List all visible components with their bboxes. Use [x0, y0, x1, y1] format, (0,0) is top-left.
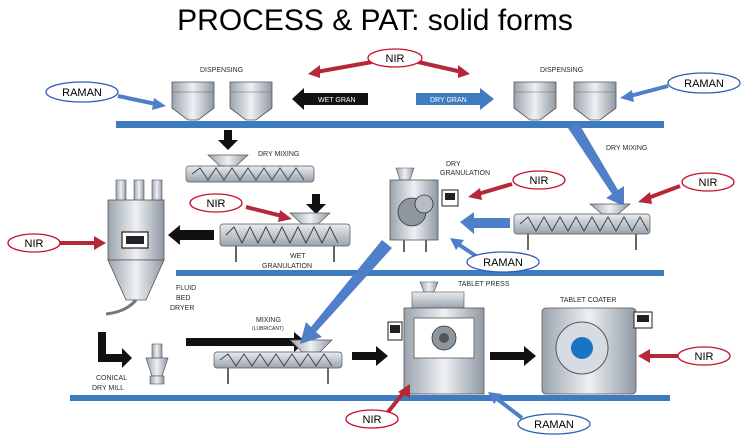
fluid-bed-label-1: FLUID [176, 285, 196, 292]
nir-callout-tablet-press: NIR [345, 384, 410, 429]
dry-mixing-right-unit [513, 203, 651, 250]
wet-gran-arrow [292, 88, 368, 110]
nir-callout-dry-granulation: NIR [468, 170, 566, 200]
dry-gran-arrow [416, 88, 494, 110]
arrow-to-tablet-press [352, 346, 388, 366]
raman-label-dry-granulation: RAMAN [483, 257, 523, 269]
nir-callout-dry-mixing-right: NIR [638, 172, 735, 204]
raman-label-tablet-press: RAMAN [534, 419, 574, 431]
nir-label-dry-granulation: NIR [530, 175, 549, 187]
conical-label-2: DRY MILL [92, 385, 124, 392]
dry-mixing-right-label: DRY MIXING [606, 145, 647, 152]
dispensing-hoppers-left [171, 81, 273, 121]
conveyor-middle [176, 270, 664, 276]
nir-label-fluid-bed: NIR [25, 238, 44, 250]
dispensing-left-label: DISPENSING [200, 67, 243, 74]
tablet-press-label: TABLET PRESS [458, 281, 510, 288]
wet-granulation-label-2: GRANULATION [262, 263, 312, 270]
nir-callout-tablet-coater: NIR [638, 346, 731, 366]
conveyor-top [116, 121, 664, 128]
conical-label-1: CONICAL [96, 375, 127, 382]
down-arrow-dispensing [218, 130, 238, 150]
tablet-coater-label: TABLET COATER [560, 297, 616, 304]
dry-granulation-label-2: GRANULATION [440, 170, 490, 177]
blue-arrow-right-dispensing [568, 122, 624, 206]
dry-granulation-label-1: DRY [446, 161, 461, 168]
raman-callout-top-right: RAMAN [620, 72, 741, 102]
arrow-to-fluid-bed [168, 225, 214, 245]
down-arrow-wet-gran [306, 194, 326, 214]
nir-label-wet-granulation: NIR [207, 198, 226, 210]
wet-granulation-unit [219, 212, 351, 262]
dry-mixing-left-unit [185, 154, 315, 183]
conical-dry-mill [145, 343, 169, 385]
fluid-bed-label-3: DRYER [170, 305, 194, 312]
blue-arrow-to-dry-granulation [460, 212, 510, 234]
mixing-sub-label: (LUBRICANT) [252, 326, 284, 332]
blue-arrow-to-mixing [300, 240, 392, 344]
raman-callout-tablet-press: RAMAN [488, 392, 591, 435]
nir-label-tablet-press: NIR [363, 414, 382, 426]
dispensing-hoppers-right [513, 81, 617, 121]
mixing-unit [213, 339, 343, 384]
dry-granulation-unit [389, 167, 459, 252]
nir-label-top: NIR [386, 53, 405, 65]
wet-gran-label: WET GRAN [318, 97, 356, 104]
nir-label-tablet-coater: NIR [695, 351, 714, 363]
wet-granulation-label-1: WET [290, 253, 306, 260]
mixing-label: MIXING [256, 317, 281, 324]
raman-callout-dry-granulation: RAMAN [450, 238, 540, 273]
dry-gran-label: DRY GRAN [430, 97, 467, 104]
fluid-bed-label-2: BED [176, 295, 190, 302]
tablet-coater [541, 307, 653, 395]
raman-label-top-left: RAMAN [62, 87, 102, 99]
raman-callout-top-left: RAMAN [45, 81, 166, 110]
dispensing-right-label: DISPENSING [540, 67, 583, 74]
page-title: PROCESS & PAT: solid forms [177, 4, 573, 37]
nir-label-dry-mixing-right: NIR [699, 177, 718, 189]
arrow-to-tablet-coater [490, 346, 536, 366]
conveyor-bottom [70, 395, 670, 401]
arrow-to-conical-mill [98, 332, 132, 368]
fluid-bed-dryer [105, 179, 165, 316]
arrow-to-mixing [186, 332, 306, 352]
nir-callout-top: NIR [308, 48, 470, 78]
nir-callout-fluid-bed: NIR [7, 233, 106, 253]
nir-callout-wet-granulation: NIR [189, 193, 292, 222]
raman-label-top-right: RAMAN [684, 78, 724, 90]
tablet-press [387, 281, 485, 395]
dry-mixing-left-label: DRY MIXING [258, 151, 299, 158]
